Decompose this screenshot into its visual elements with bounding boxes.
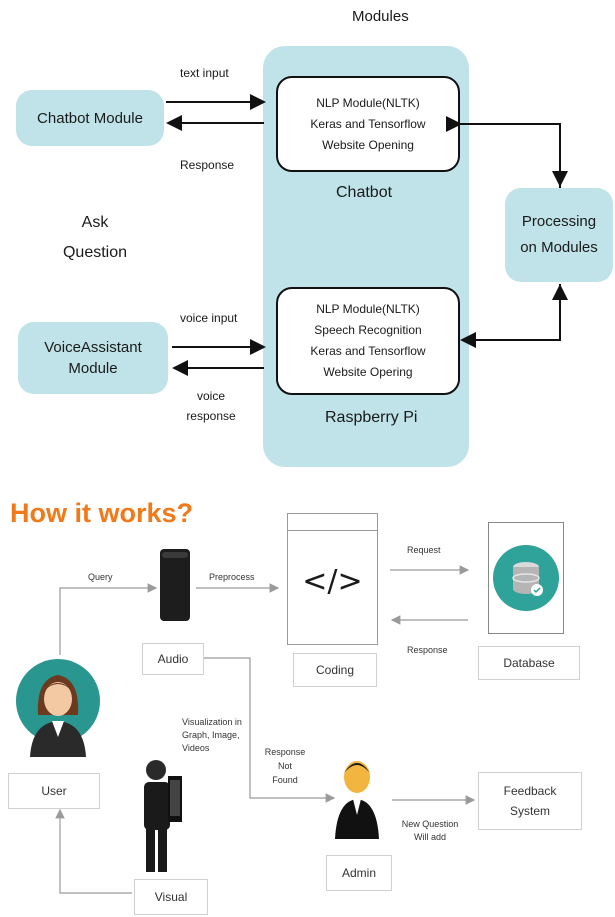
pi-box-line-3: Keras and Tensorflow xyxy=(310,344,426,358)
how-it-works-title: How it works? xyxy=(10,498,194,528)
chatbot-box-line-3: Website Opening xyxy=(322,137,414,152)
admin-avatar-icon xyxy=(335,761,379,839)
response-label: Response xyxy=(180,158,235,172)
database-box: Database xyxy=(478,646,580,680)
voice-module-label-2: Module xyxy=(68,360,118,377)
pi-box-line-1: NLP Module(NLTK) xyxy=(316,302,420,316)
new-question-line-1: New Question xyxy=(401,819,459,829)
speaker-icon xyxy=(160,549,190,621)
not-found-arrow xyxy=(204,657,336,803)
chatbot-module-node: Chatbot Module xyxy=(16,90,164,146)
query-arrow xyxy=(59,583,158,655)
processing-label-2: on Modules xyxy=(520,239,598,256)
raspberry-pi-label: Raspberry Pi xyxy=(325,409,418,426)
query-label: Query xyxy=(88,572,113,582)
new-question-line-2: Will add xyxy=(413,832,446,842)
voice-module-label-1: VoiceAssistant xyxy=(44,339,142,356)
voice-input-label: voice input xyxy=(180,311,238,325)
response-not-found-label: Response Not Found xyxy=(258,745,312,787)
processing-node: Processing on Modules xyxy=(505,188,613,282)
preprocess-label: Preprocess xyxy=(209,572,255,582)
coding-window: </> xyxy=(287,513,378,645)
text-input-label: text input xyxy=(180,66,229,80)
chatbot-box-line-1: NLP Module(NLTK) xyxy=(316,95,420,110)
rnf-line-2: Not xyxy=(277,761,292,771)
user-avatar-icon xyxy=(16,659,100,757)
voice-response-line-1: voice xyxy=(196,389,225,403)
chatbot-box-line-2: Keras and Tensorflow xyxy=(310,116,426,131)
visualization-line-1: Visualization in xyxy=(182,717,242,727)
presenter-figure-icon xyxy=(144,760,182,872)
bottom-response-label: Response xyxy=(407,645,448,655)
chatbot-module-label: Chatbot Module xyxy=(37,109,143,127)
audio-box: Audio xyxy=(142,643,204,675)
database-frame xyxy=(488,522,564,634)
chatbot-label: Chatbot xyxy=(336,184,393,201)
pi-modules-box: NLP Module(NLTK) Speech Recognition Kera… xyxy=(276,287,460,395)
database-icon xyxy=(493,545,559,611)
voice-response-line-2: response xyxy=(186,409,236,423)
ask-question-line-1: Ask xyxy=(81,214,109,231)
ask-question-line-2: Question xyxy=(62,244,128,261)
pi-box-line-2: Speech Recognition xyxy=(314,323,422,337)
visualization-note: Visualization in Graph, Image, Videos xyxy=(182,716,242,755)
admin-box: Admin xyxy=(326,855,392,891)
rnf-line-1: Response xyxy=(264,747,306,757)
code-icon: </> xyxy=(302,563,363,599)
user-box: User xyxy=(8,773,100,809)
modules-title: Modules xyxy=(352,8,409,25)
chatbot-to-processing-arrow xyxy=(460,123,568,187)
visualization-line-3: Videos xyxy=(182,743,210,753)
pi-box-line-4: Website Opering xyxy=(323,365,413,379)
ask-question-text: Ask Question xyxy=(40,208,150,268)
visualization-line-2: Graph, Image, xyxy=(182,730,240,740)
processing-label-1: Processing xyxy=(521,213,597,230)
feedback-box: Feedback System xyxy=(478,772,582,830)
rnf-line-3: Found xyxy=(272,775,298,785)
new-question-label: New Question Will add xyxy=(400,818,460,844)
coding-window-titlebar xyxy=(288,514,377,531)
request-label: Request xyxy=(407,545,441,555)
feedback-line-1: Feedback xyxy=(503,784,557,798)
visual-to-user-arrow xyxy=(55,808,132,894)
feedback-line-2: System xyxy=(509,804,550,818)
voice-module-node: VoiceAssistant Module xyxy=(18,322,168,394)
processing-to-pi-arrow xyxy=(460,284,561,348)
visual-box: Visual xyxy=(134,879,208,915)
coding-box: Coding xyxy=(293,653,377,687)
voice-response-label: voice response xyxy=(178,386,244,426)
